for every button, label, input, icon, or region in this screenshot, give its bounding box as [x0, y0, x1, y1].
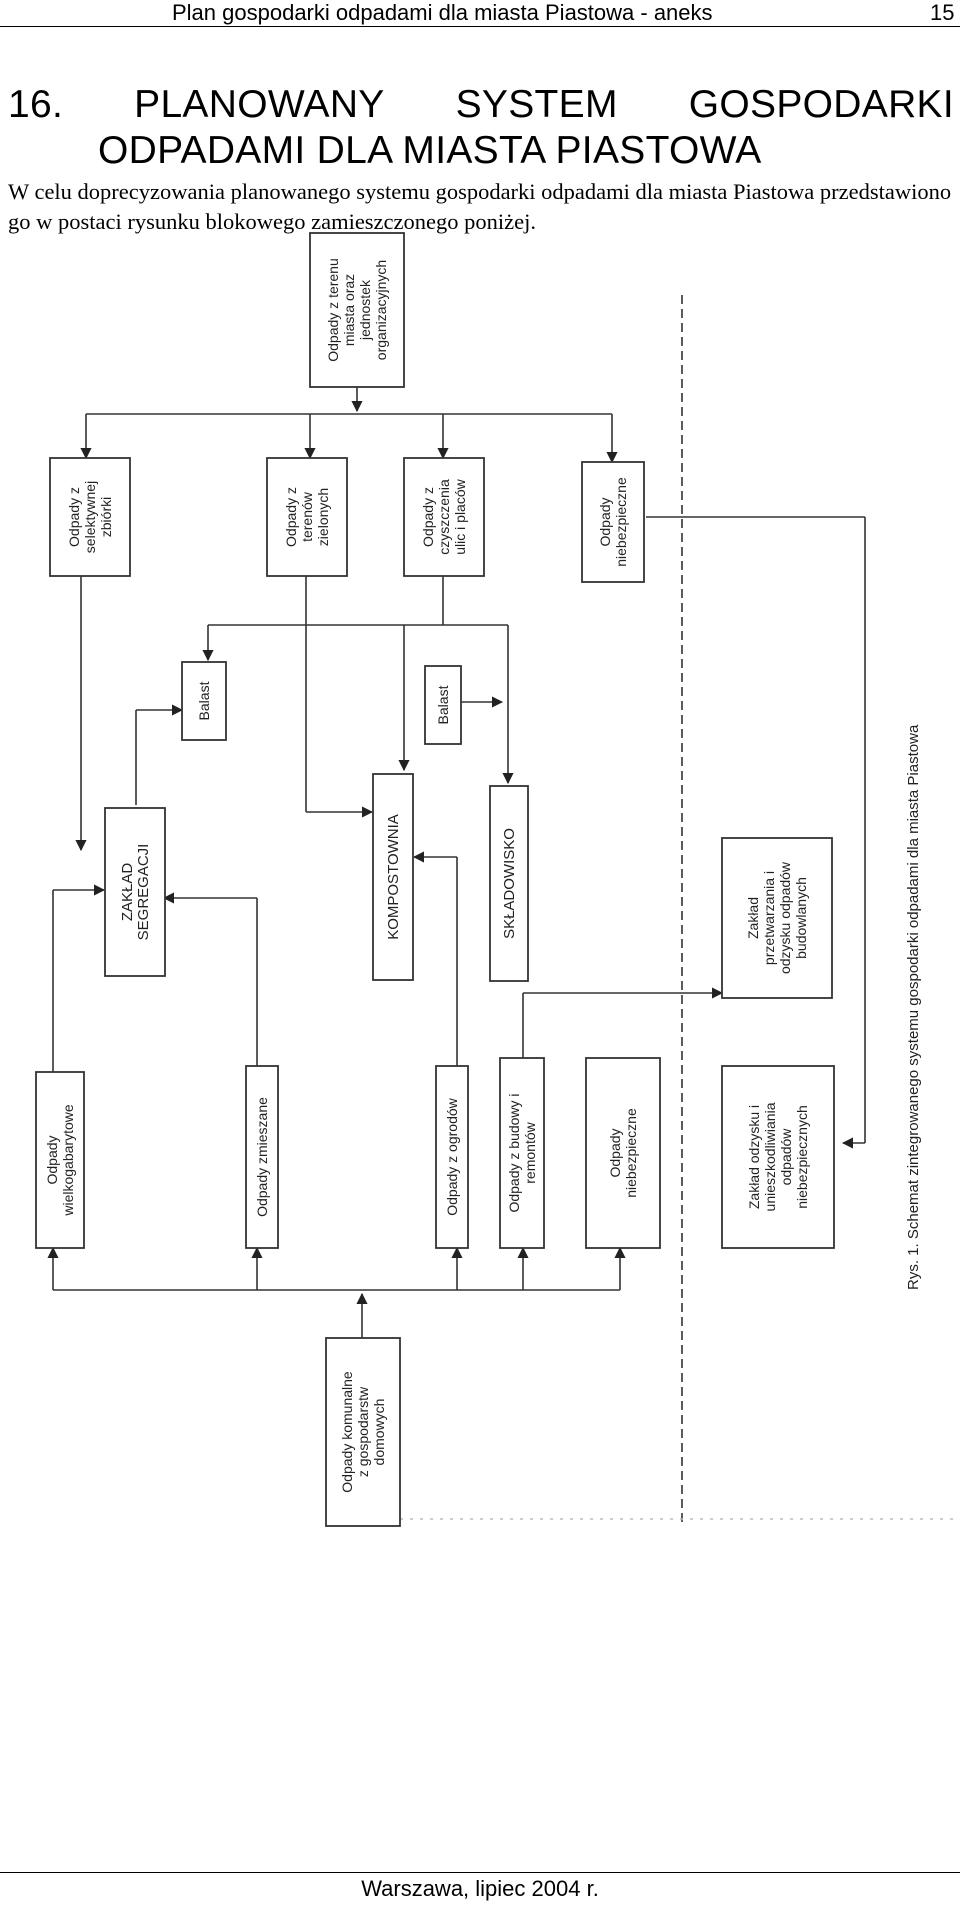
box-teren-label: Odpady z terenumiasta orazjednostekorgan… — [325, 258, 389, 362]
page-number: 15 — [930, 0, 955, 25]
box-kompostownia-label: KOMPOSTOWNIA — [385, 814, 402, 940]
box-balast1-label: Balast — [196, 681, 212, 720]
box-przetwarzanie — [721, 837, 833, 999]
box-zielone — [266, 457, 348, 577]
box-skladowisko-label: SKŁADOWISKO — [501, 828, 518, 939]
box-balast2-label: Balast — [435, 685, 451, 724]
box-niebezp-top-label: Odpadyniebezpieczne — [597, 477, 629, 567]
box-wielkogabaryt-label: Odpadywielkogabarytowe — [44, 1104, 76, 1216]
figure-caption: Rys. 1. Schemat zintegrowanego systemu g… — [905, 724, 922, 1290]
section-heading: 16. PLANOWANY SYSTEM GOSPODARKI ODPADAMI… — [8, 82, 958, 174]
header-rule — [0, 26, 960, 27]
title-line-2: ODPADAMI DLA MIASTA PIASTOWA — [98, 129, 762, 172]
box-ogrody — [435, 1065, 469, 1249]
box-balast2 — [424, 665, 462, 745]
box-komunalne — [325, 1337, 401, 1527]
box-czyszczenie-label: Odpady zczyszczeniaulic i placów — [420, 478, 468, 554]
box-przetwarzanie-label: Zakładprzetwarzania iodzysku odpadówbudo… — [745, 861, 809, 974]
box-komunalne-label: Odpady komunalnez gospodarstwdomowych — [339, 1371, 387, 1493]
box-budowy — [499, 1057, 545, 1249]
box-wielkogabaryt — [35, 1071, 85, 1249]
box-budowy-label: Odpady z budowy iremontów — [506, 1093, 538, 1212]
box-skladowisko — [489, 785, 529, 982]
box-kompostownia — [372, 773, 414, 981]
page-footer: Warszawa, lipiec 2004 r. — [0, 1872, 960, 1906]
title-word-1: PLANOWANY — [134, 83, 385, 126]
box-segregacja-label: ZAKŁADSEGREGACJI — [119, 844, 152, 941]
intro-paragraph: W celu doprecyzowania planowanego system… — [8, 179, 952, 234]
box-balast1 — [181, 661, 227, 741]
footer-text: Warszawa, lipiec 2004 r. — [361, 1876, 599, 1901]
box-zmieszane — [245, 1065, 279, 1249]
box-selektywna-label: Odpady zselektywnejzbiórki — [66, 481, 114, 553]
box-odzysk-label: Zakład odzysku iunieszkodliwianiaodpadów… — [746, 1102, 810, 1211]
section-number: 16. — [8, 83, 64, 126]
block-diagram: Odpady z terenumiasta orazjednostekorgan… — [0, 230, 960, 1530]
block-diagram-svg: Odpady z terenumiasta orazjednostekorgan… — [35, 232, 960, 1527]
box-zielone-label: Odpady zterenówzielonych — [283, 487, 331, 547]
title-word-2: SYSTEM — [455, 83, 618, 126]
header-title: Plan gospodarki odpadami dla miasta Pias… — [172, 0, 713, 25]
box-segregacja — [104, 807, 166, 977]
page-header: Plan gospodarki odpadami dla miasta Pias… — [0, 0, 960, 27]
box-teren — [309, 232, 405, 388]
box-odzysk — [721, 1065, 835, 1249]
box-ogrody-label: Odpady z ogrodów — [444, 1097, 460, 1215]
box-czyszczenie — [403, 457, 485, 577]
title-word-3: GOSPODARKI — [688, 83, 954, 126]
box-selektywna — [49, 457, 131, 577]
box-zmieszane-label: Odpady zmieszane — [254, 1097, 270, 1217]
box-niebezp-top — [581, 461, 645, 583]
box-niebezp-bottom — [585, 1057, 661, 1249]
box-niebezp-bottom-label: Odpadyniebezpieczne — [607, 1108, 639, 1198]
footer-rule — [0, 1872, 960, 1873]
